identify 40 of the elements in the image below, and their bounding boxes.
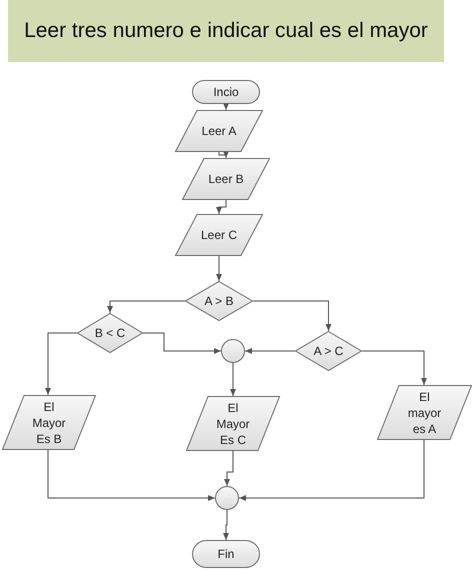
- flow-arrow: [45, 332, 78, 396]
- input-output-parallelogram: [186, 396, 280, 451]
- node-text: Leer B: [208, 171, 244, 187]
- flow-arrow: [223, 103, 229, 110]
- flow-arrow: [244, 348, 296, 354]
- node-text: A > B: [204, 293, 234, 309]
- node-text: Leer A: [202, 123, 236, 139]
- decision-diamond: [77, 313, 143, 353]
- connector-circle: [221, 339, 245, 363]
- flow-arrow: [362, 350, 427, 386]
- title-banner: Leer tres numero e indicar cual es el mayor: [8, 0, 444, 62]
- node-text: Incio: [213, 84, 239, 100]
- flow-arrow: [107, 300, 186, 314]
- node-text: Fin: [218, 546, 234, 562]
- flow-arrow: [48, 450, 216, 501]
- connector-circle: [215, 486, 239, 510]
- terminal-shape: [192, 540, 260, 568]
- node-text: A > C: [314, 343, 344, 359]
- flow-arrow: [238, 440, 424, 501]
- flow-arrow: [218, 151, 229, 158]
- node-text: El Mayor Es C: [215, 400, 251, 448]
- node-text: El Mayor Es B: [31, 398, 67, 446]
- input-output-parallelogram: [2, 395, 96, 450]
- flow-arrow: [216, 256, 222, 282]
- decision-diamond: [185, 281, 253, 321]
- flow-arrow: [216, 200, 226, 214]
- flow-arrow: [142, 332, 222, 354]
- input-output-parallelogram: [175, 214, 263, 256]
- flow-arrow: [224, 450, 234, 486]
- decision-diamond: [295, 331, 362, 371]
- input-output-parallelogram: [182, 158, 270, 200]
- flow-arrow: [252, 300, 332, 332]
- node-text: B < C: [94, 325, 126, 341]
- terminal-shape: [192, 80, 260, 104]
- input-output-parallelogram: [377, 385, 472, 440]
- node-text: Leer C: [200, 227, 238, 243]
- node-text: El mayor es A: [406, 388, 442, 436]
- flow-arrow: [230, 362, 236, 396]
- flow-arrow: [223, 510, 229, 540]
- input-output-parallelogram: [175, 110, 263, 152]
